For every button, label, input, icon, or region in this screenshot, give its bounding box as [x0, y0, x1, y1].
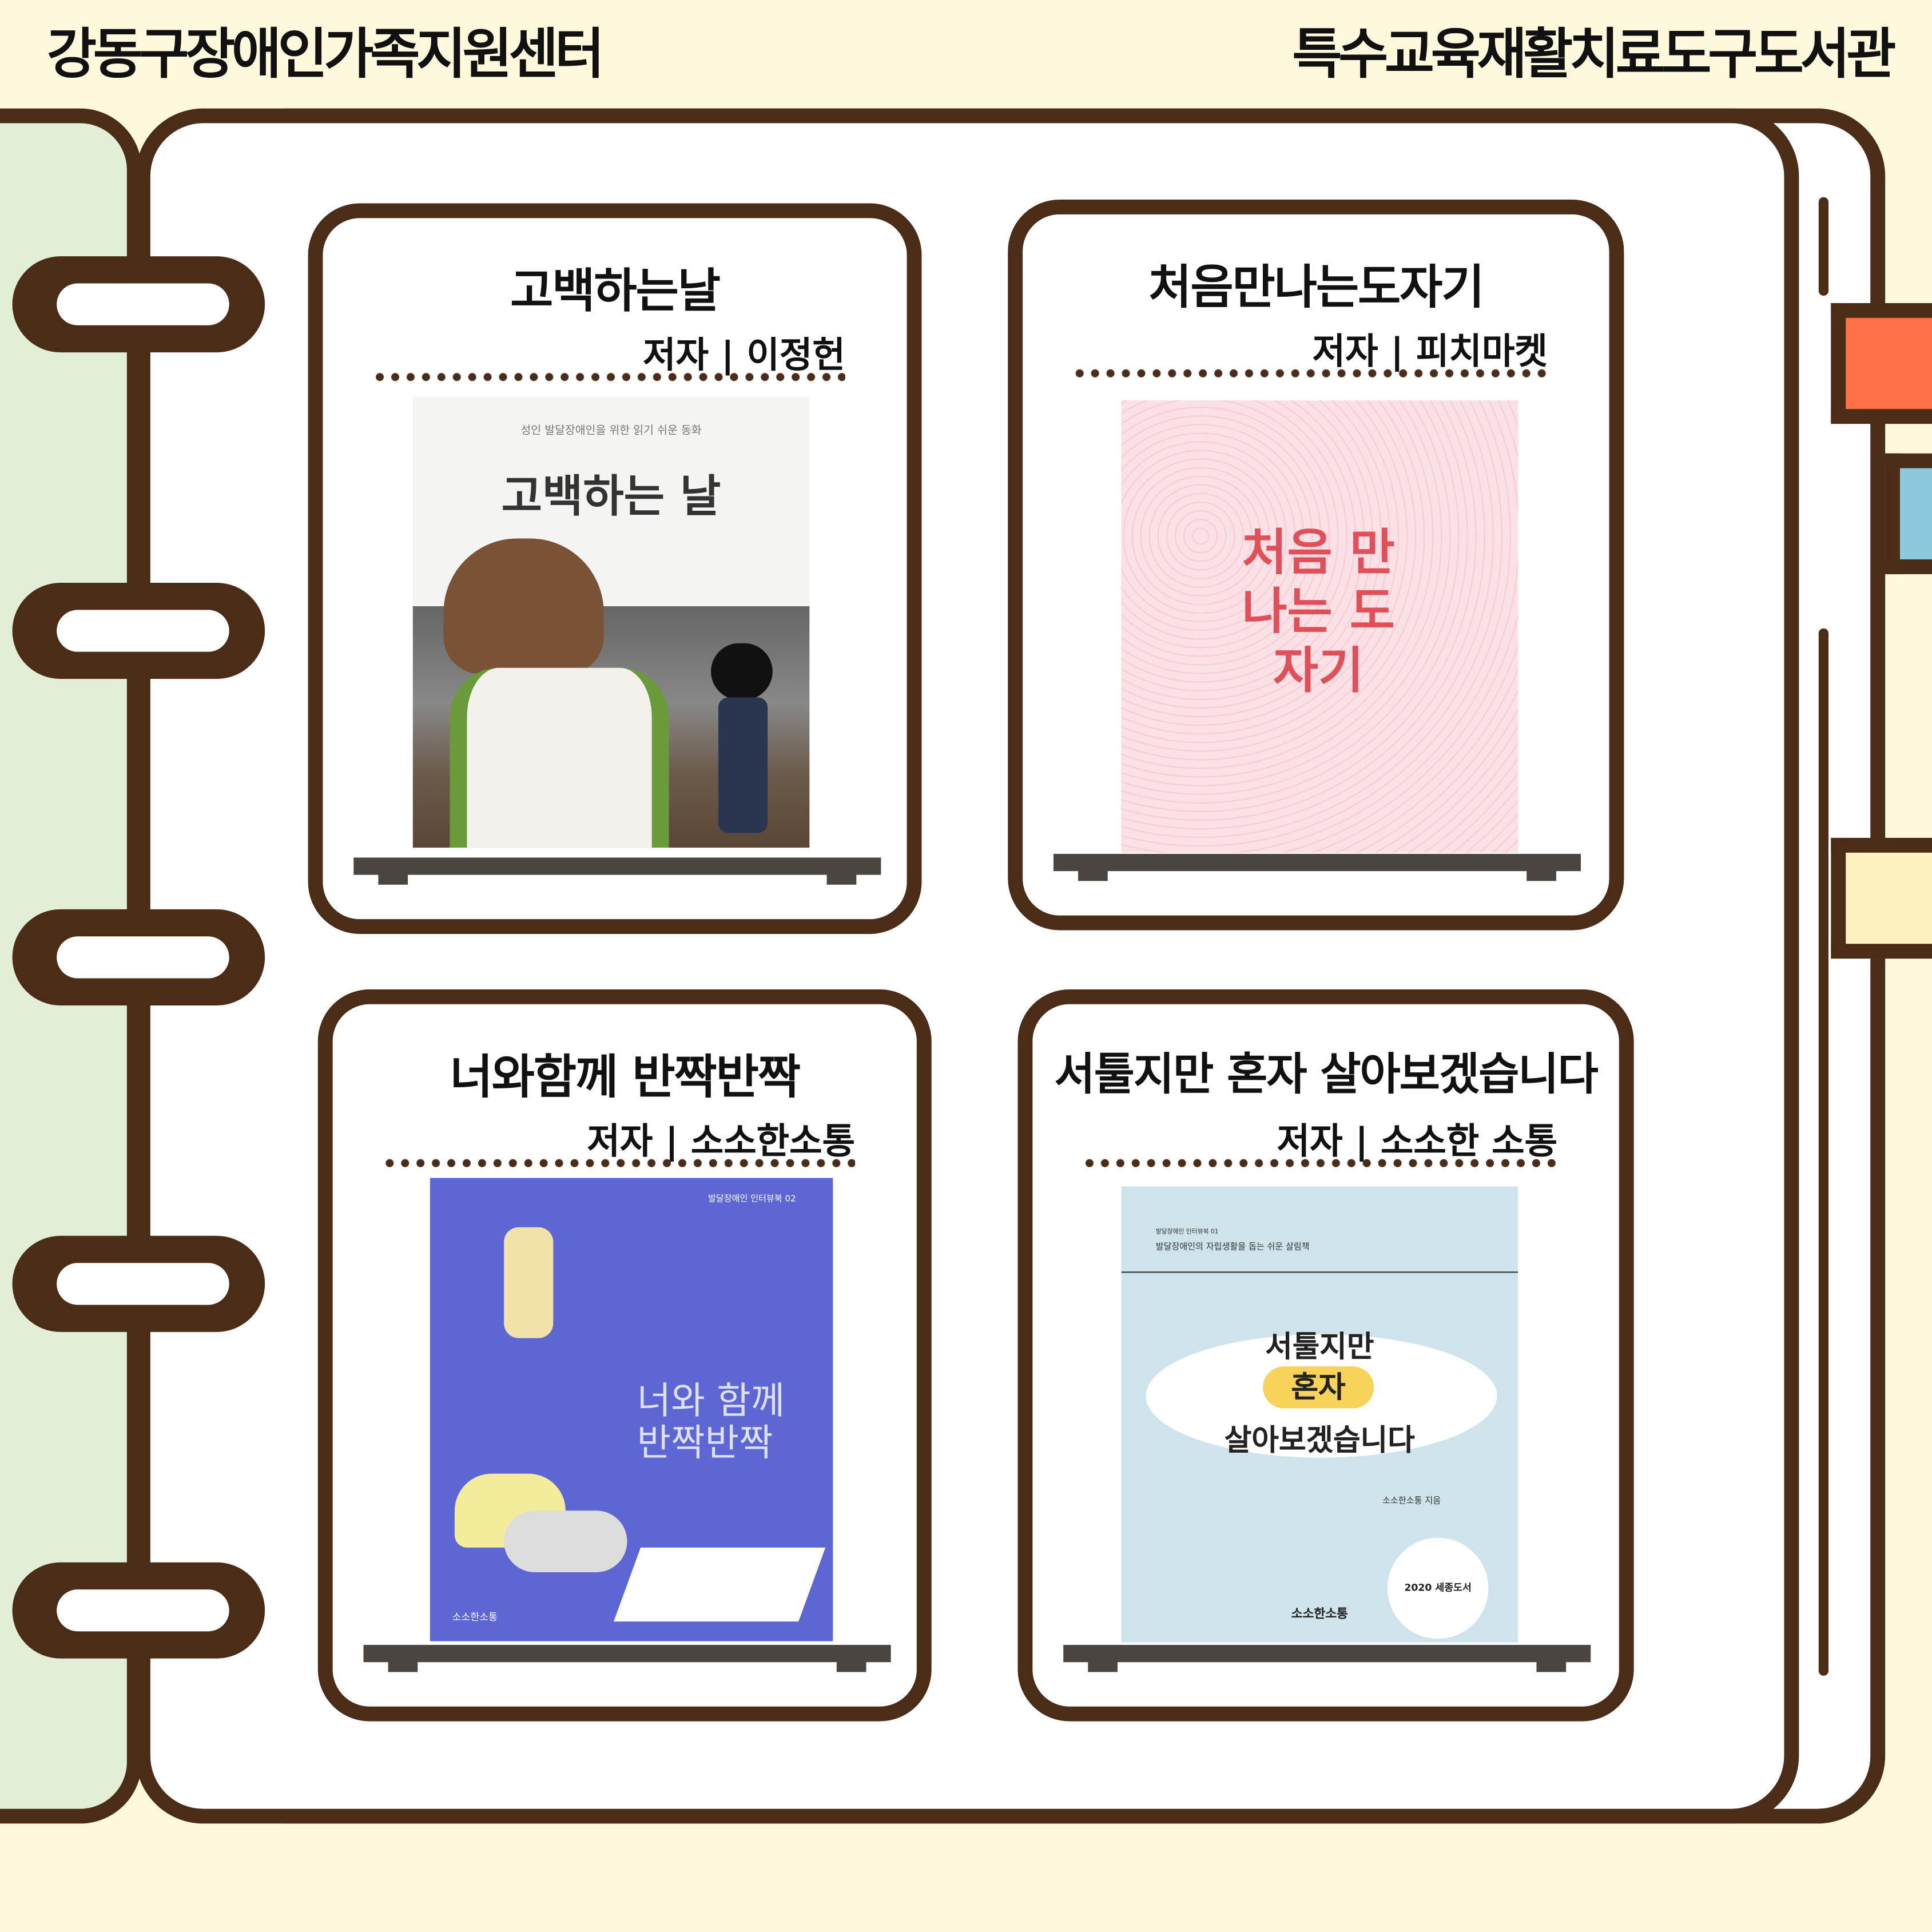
book-title: 서툴지만 혼자 살아보겠습니다: [1054, 1050, 1598, 1100]
cover-title: 고백하는 날: [501, 472, 721, 523]
book-cover[interactable]: 처음 만나는 도자기: [1121, 400, 1518, 853]
book-cover[interactable]: 발달장애인 인터뷰북 01 발달장애인의 자립생활을 돕는 쉬운 살림책 서툴지…: [1121, 1186, 1518, 1643]
page-edge-line: [1818, 628, 1829, 1676]
tab-yellow[interactable]: [1831, 837, 1932, 959]
book-cover[interactable]: 성인 발달장애인을 위한 읽기 쉬운 동화 고백하는 날: [412, 396, 810, 848]
book-title: 고백하는날: [510, 264, 721, 318]
dotted-divider: [381, 1158, 856, 1168]
book-card[interactable]: 서툴지만 혼자 살아보겠습니다 저자 | 소소한 소통 발달장애인 인터뷰북 0…: [1017, 989, 1634, 1722]
binder-ring: [12, 1562, 265, 1659]
binder-ring: [12, 256, 265, 353]
bookshelf: [353, 857, 881, 885]
cover-series: 발달장애인 인터뷰북 01: [1155, 1228, 1219, 1236]
binder-ring: [12, 909, 265, 1005]
tab-blue[interactable]: [1885, 453, 1932, 574]
dotted-divider: [1072, 368, 1548, 379]
cover-publisher: 소소한소통: [452, 1611, 498, 1623]
cover-title-line2: 혼자: [1263, 1366, 1374, 1409]
library-name: 특수교육재활치료도구도서관: [1292, 23, 1896, 86]
page-edge-line: [1818, 197, 1829, 296]
book-author: 저자 | 피치마켓: [1312, 330, 1548, 372]
cover-title-line1: 서툴지만: [1265, 1329, 1374, 1364]
center-name: 강동구장애인가족지원센터: [46, 23, 605, 86]
book-cover[interactable]: 발달장애인 인터뷰북 02 너와 함께 반짝반짝 소소한소통: [430, 1178, 833, 1641]
cover-publisher: 소소한소통: [1291, 1608, 1348, 1622]
book-author: 저자 | 이정헌: [643, 333, 845, 376]
dotted-divider: [1082, 1158, 1558, 1168]
tab-orange[interactable]: [1831, 303, 1932, 424]
book-author: 저자 | 소소한 소통: [1277, 1120, 1558, 1162]
binder-ring: [12, 1235, 265, 1332]
cover-series: 발달장애인 인터뷰북 02: [708, 1194, 796, 1204]
book-title: 처음만나는도자기: [1148, 260, 1484, 315]
book-card[interactable]: 너와함께 반짝반짝 저자 | 소소한소통 발달장애인 인터뷰북 02 너와 함께…: [317, 989, 932, 1722]
book-title: 너와함께 반짝반짝: [450, 1050, 801, 1104]
binder-ring: [12, 583, 265, 679]
book-card[interactable]: 고백하는날 저자 | 이정헌 성인 발달장애인을 위한 읽기 쉬운 동화 고백하…: [308, 203, 922, 934]
cover-author: 소소한소통 지음: [1382, 1496, 1441, 1506]
cover-title-line3: 살아보겠습니다: [1224, 1423, 1415, 1458]
dotted-divider: [372, 372, 845, 382]
bookshelf: [1053, 853, 1581, 881]
cover-title: 너와 함께 반짝반짝: [637, 1380, 785, 1465]
book-card[interactable]: 처음만나는도자기 저자 | 피치마켓 처음 만나는 도자기: [1008, 200, 1624, 931]
cover-title: 처음 만나는 도자기: [1242, 524, 1396, 700]
bookshelf: [1063, 1645, 1591, 1672]
cover-subtitle: 성인 발달장애인을 위한 읽기 쉬운 동화: [520, 425, 702, 438]
cover-subtitle: 발달장애인의 자립생활을 돕는 쉬운 살림책: [1155, 1242, 1310, 1252]
award-badge: 2020 세종도서: [1387, 1537, 1489, 1639]
book-author: 저자 | 소소한소통: [587, 1120, 856, 1162]
bookshelf: [363, 1645, 891, 1672]
